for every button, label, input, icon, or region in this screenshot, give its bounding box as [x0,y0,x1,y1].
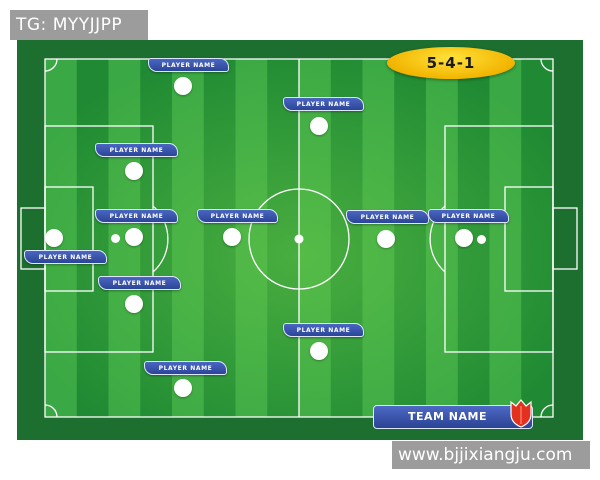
watermark-top: TG: MYYJJPP [10,10,148,40]
shield-icon [510,399,532,428]
player-name-plate[interactable]: PLAYER NAME [428,209,509,223]
player-name-plate[interactable]: PLAYER NAME [197,209,278,223]
player-marker[interactable] [377,230,395,248]
player-name-plate[interactable]: PLAYER NAME [283,97,364,111]
team-name-banner[interactable]: TEAM NAME [373,405,533,429]
watermark-bottom: www.bjjixiangju.com [392,441,590,469]
player-marker[interactable] [310,342,328,360]
player-marker[interactable] [223,228,241,246]
player-marker[interactable] [125,162,143,180]
player-name-plate[interactable]: PLAYER NAME [346,210,429,224]
formation-badge[interactable]: 5-4-1 [387,47,515,79]
player-marker[interactable] [125,295,143,313]
player-name-plate[interactable]: PLAYER NAME [148,58,229,72]
ball [477,235,486,244]
player-marker[interactable] [45,229,63,247]
player-name-plate[interactable]: PLAYER NAME [24,250,107,264]
player-marker[interactable] [174,379,192,397]
player-marker[interactable] [455,229,473,247]
player-name-plate[interactable]: PLAYER NAME [95,143,178,157]
player-name-plate[interactable]: PLAYER NAME [283,323,364,337]
player-marker[interactable] [310,117,328,135]
ball [111,234,120,243]
player-marker[interactable] [174,77,192,95]
player-name-plate[interactable]: PLAYER NAME [95,209,178,223]
player-marker[interactable] [125,228,143,246]
player-name-plate[interactable]: PLAYER NAME [98,276,181,290]
player-name-plate[interactable]: PLAYER NAME [144,361,227,375]
